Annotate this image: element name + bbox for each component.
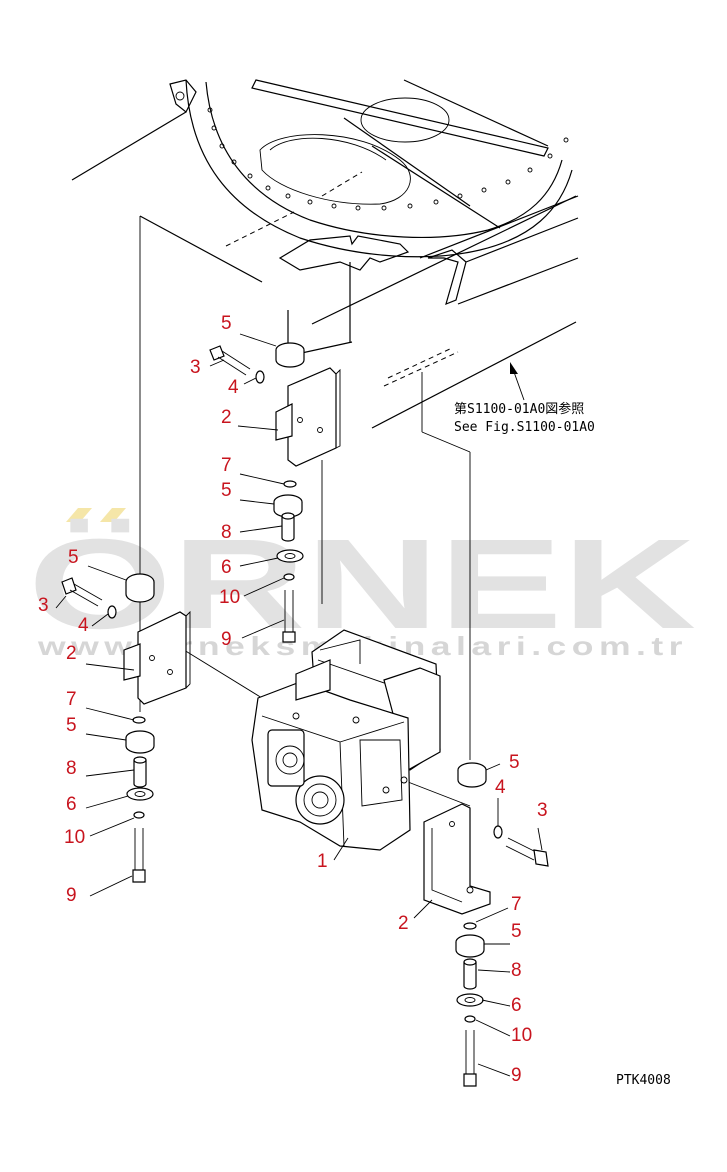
callout-5: 5 [511, 921, 522, 942]
callout-4: 4 [495, 777, 506, 798]
callout-8: 8 [66, 758, 77, 779]
callout-8: 8 [511, 960, 522, 981]
callout-9: 9 [66, 885, 77, 906]
callout-7: 7 [221, 455, 232, 476]
reference-arrow-icon [510, 362, 518, 374]
callout-9: 9 [221, 629, 232, 650]
mount-left [61, 573, 191, 883]
mount-center [209, 342, 341, 643]
callout-10: 10 [511, 1025, 532, 1046]
axis-lines [139, 216, 471, 807]
callout-5: 5 [509, 752, 520, 773]
callout-8: 8 [221, 522, 232, 543]
mount-right [423, 762, 549, 1087]
callout-10: 10 [219, 587, 240, 608]
reference-en: See Fig.S1100-01A0 [454, 420, 595, 435]
figure-code: PTK4008 [616, 1073, 671, 1088]
callout-6: 6 [221, 557, 232, 578]
callout-2: 2 [398, 913, 409, 934]
upper-frame [71, 79, 579, 429]
reference-note: 第S1100-01A0図参照 See Fig.S1100-01A0 [454, 362, 595, 435]
leader-lines [55, 333, 543, 1077]
callout-3: 3 [537, 800, 548, 821]
callout-9: 9 [511, 1065, 522, 1086]
callout-6: 6 [66, 794, 77, 815]
callout-2: 2 [221, 407, 232, 428]
watermark-accent-right [100, 508, 126, 522]
callout-3: 3 [190, 357, 201, 378]
callout-7: 7 [66, 689, 77, 710]
callout-5: 5 [221, 313, 232, 334]
callout-4: 4 [228, 377, 239, 398]
callout-1: 1 [317, 851, 328, 872]
callout-7: 7 [511, 894, 522, 915]
callout-3: 3 [38, 595, 49, 616]
watermark-accent-left [66, 508, 92, 522]
callout-4: 4 [78, 615, 89, 636]
callout-6: 6 [511, 995, 522, 1016]
callout-5: 5 [66, 715, 77, 736]
main-unit [251, 629, 441, 851]
callout-2: 2 [66, 643, 77, 664]
reference-jp: 第S1100-01A0図参照 [454, 401, 584, 417]
callout-10: 10 [64, 827, 85, 848]
callouts: 5 3 4 2 7 5 8 6 10 9 5 3 4 2 7 5 8 6 10 … [38, 313, 548, 1086]
callout-5: 5 [68, 547, 79, 568]
callout-5: 5 [221, 480, 232, 501]
